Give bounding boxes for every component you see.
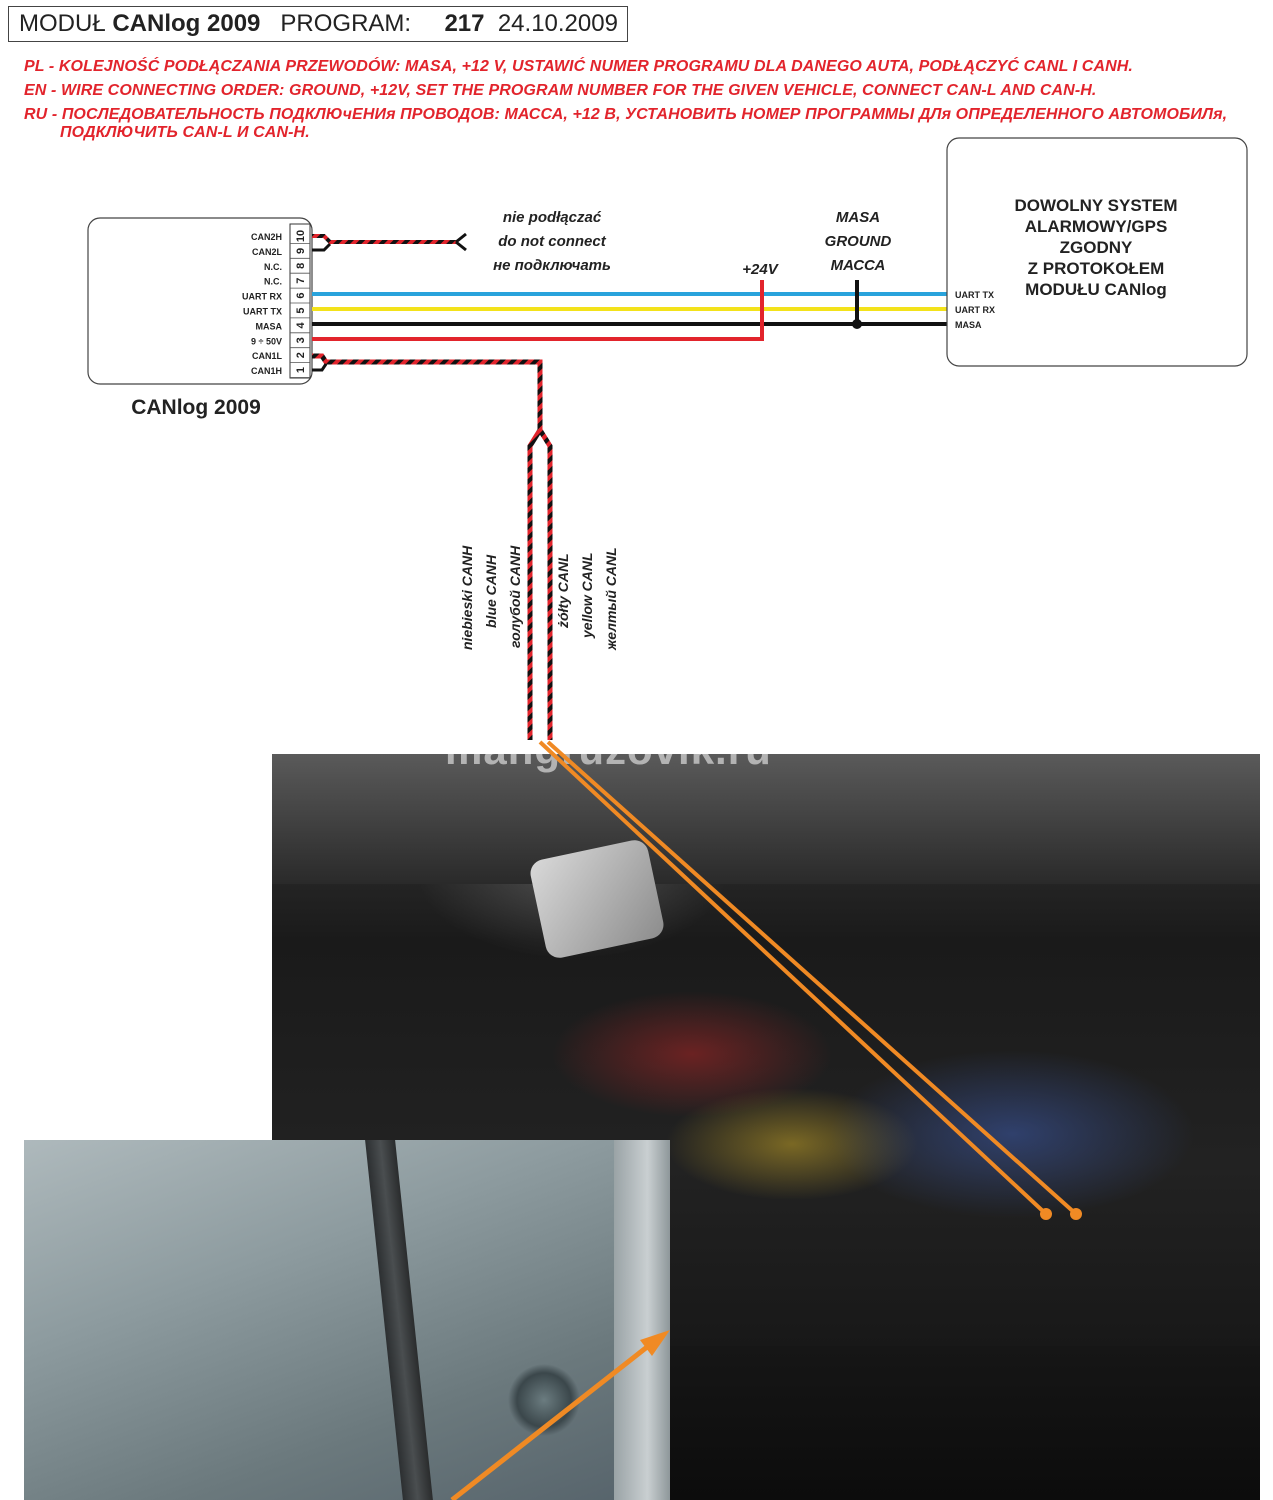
canlog-module-box bbox=[87, 217, 313, 385]
module-pin-label: N.C. bbox=[264, 262, 282, 272]
alarm-system-line: ZGODNY bbox=[1060, 238, 1133, 257]
alarm-system-line: ALARMOWY/GPS bbox=[1025, 217, 1168, 236]
not-connect-en: do not connect bbox=[498, 233, 606, 250]
alarm-system-line: MODUŁU CANlog bbox=[1025, 280, 1167, 299]
canh-label-pl: niebieski CANH bbox=[459, 545, 475, 650]
module-pin-number: 8 bbox=[295, 263, 307, 269]
pointer-arrowhead bbox=[640, 1330, 670, 1356]
module-pin-label: UART TX bbox=[243, 307, 282, 317]
can1-split bbox=[527, 428, 553, 740]
watermark: mangruzovik.ru bbox=[445, 726, 772, 773]
module-pin-label: CAN2H bbox=[251, 232, 282, 242]
pointer-line-canh bbox=[538, 740, 1048, 1216]
module-pin-number: 5 bbox=[295, 307, 307, 313]
alarm-system-line: Z PROTOKOŁEM bbox=[1028, 259, 1165, 278]
dashboard-top bbox=[272, 754, 1260, 884]
can1-wire-l bbox=[312, 363, 328, 372]
can2-wire-lower bbox=[312, 242, 332, 252]
door-frame bbox=[614, 1140, 670, 1500]
module-pin-label: UART RX bbox=[242, 292, 282, 302]
module-caption: CANlog 2009 bbox=[131, 396, 261, 419]
under-shelf bbox=[667, 1346, 1260, 1500]
module-pin-label: 9 ÷ 50V bbox=[251, 336, 282, 346]
module-pin-label: CAN2L bbox=[252, 247, 283, 257]
ground-label-pl: MASA bbox=[836, 209, 880, 226]
alarm-pin-label: MASA bbox=[955, 320, 982, 330]
module-pin-number: 10 bbox=[295, 230, 307, 242]
header-module-name: CANlog 2009 bbox=[112, 10, 261, 37]
instruction-en: EN - WIRE CONNECTING ORDER: GROUND, +12V… bbox=[24, 82, 1097, 99]
alarm-system-box bbox=[946, 137, 1248, 367]
not-connect-pl: nie podłączać bbox=[503, 209, 602, 226]
alarm-pin-label: UART TX bbox=[955, 290, 994, 300]
header-date: 24.10.2009 bbox=[497, 10, 618, 37]
canl-label-ru: желтый CANL bbox=[603, 547, 619, 651]
pointer-dot-canl bbox=[1070, 1208, 1082, 1220]
module-pin-label: CAN1L bbox=[252, 351, 283, 361]
module-pin-number: 2 bbox=[295, 352, 307, 358]
pointer-arrow-line bbox=[450, 1338, 658, 1500]
can1-wire bbox=[312, 353, 543, 430]
module-pin-number: 7 bbox=[295, 278, 307, 284]
ground-junction bbox=[852, 319, 862, 329]
module-pin-label: N.C. bbox=[264, 277, 282, 287]
module-pin-label: CAN1H bbox=[251, 366, 282, 376]
pointer-dot-canh bbox=[1040, 1208, 1052, 1220]
instruction-pl: PL - KOLEJNOŚĆ PODŁĄCZANIA PRZEWODÓW: MA… bbox=[24, 58, 1133, 75]
ground-label-ru: МАССА bbox=[831, 257, 886, 274]
header-program-number: 217 bbox=[444, 10, 485, 37]
header-program-label: PROGRAM: bbox=[280, 10, 412, 37]
can2-wire bbox=[312, 234, 456, 244]
module-pin-number: 6 bbox=[295, 293, 307, 299]
power-wire bbox=[312, 280, 764, 341]
alarm-system-line: DOWOLNY SYSTEM bbox=[1014, 196, 1177, 215]
module-pin-label: MASA bbox=[256, 321, 283, 331]
canl-label-en: yellow CANL bbox=[579, 552, 595, 639]
module-pin-number: 1 bbox=[295, 367, 307, 373]
instruction-ru-cont: ПОДКЛЮЧИТЬ CAN-L И CAN-H. bbox=[60, 124, 310, 141]
header-box: MODUŁ CANlog 2009 PROGRAM: 217 24.10.200… bbox=[8, 6, 628, 42]
not-connect-ru: не подключать bbox=[493, 257, 611, 274]
pointer-line-canl bbox=[546, 740, 1078, 1216]
module-connector bbox=[289, 223, 311, 379]
ground-label-en: GROUND bbox=[825, 233, 892, 250]
glovebox-photo bbox=[24, 1140, 670, 1500]
header-modul-label: MODUŁ bbox=[19, 10, 106, 37]
module-pin-number: 4 bbox=[295, 321, 307, 328]
instruction-ru: RU - ПОСЛЕДОВАТЕЛЬНОСТЬ ПОДКЛЮчЕНИя ПРОВ… bbox=[24, 106, 1228, 123]
can2-wire-end bbox=[455, 232, 467, 252]
canl-label-pl: żółty CANL bbox=[555, 553, 571, 629]
alarm-pin-label: UART RX bbox=[955, 305, 995, 315]
module-pin-number: 9 bbox=[295, 248, 307, 254]
module-pin-number: 3 bbox=[295, 337, 307, 343]
canh-label-ru: голубой CANH bbox=[507, 545, 523, 648]
canh-label-en: blue CANH bbox=[483, 554, 499, 628]
plus24-label: +24V bbox=[742, 261, 779, 278]
